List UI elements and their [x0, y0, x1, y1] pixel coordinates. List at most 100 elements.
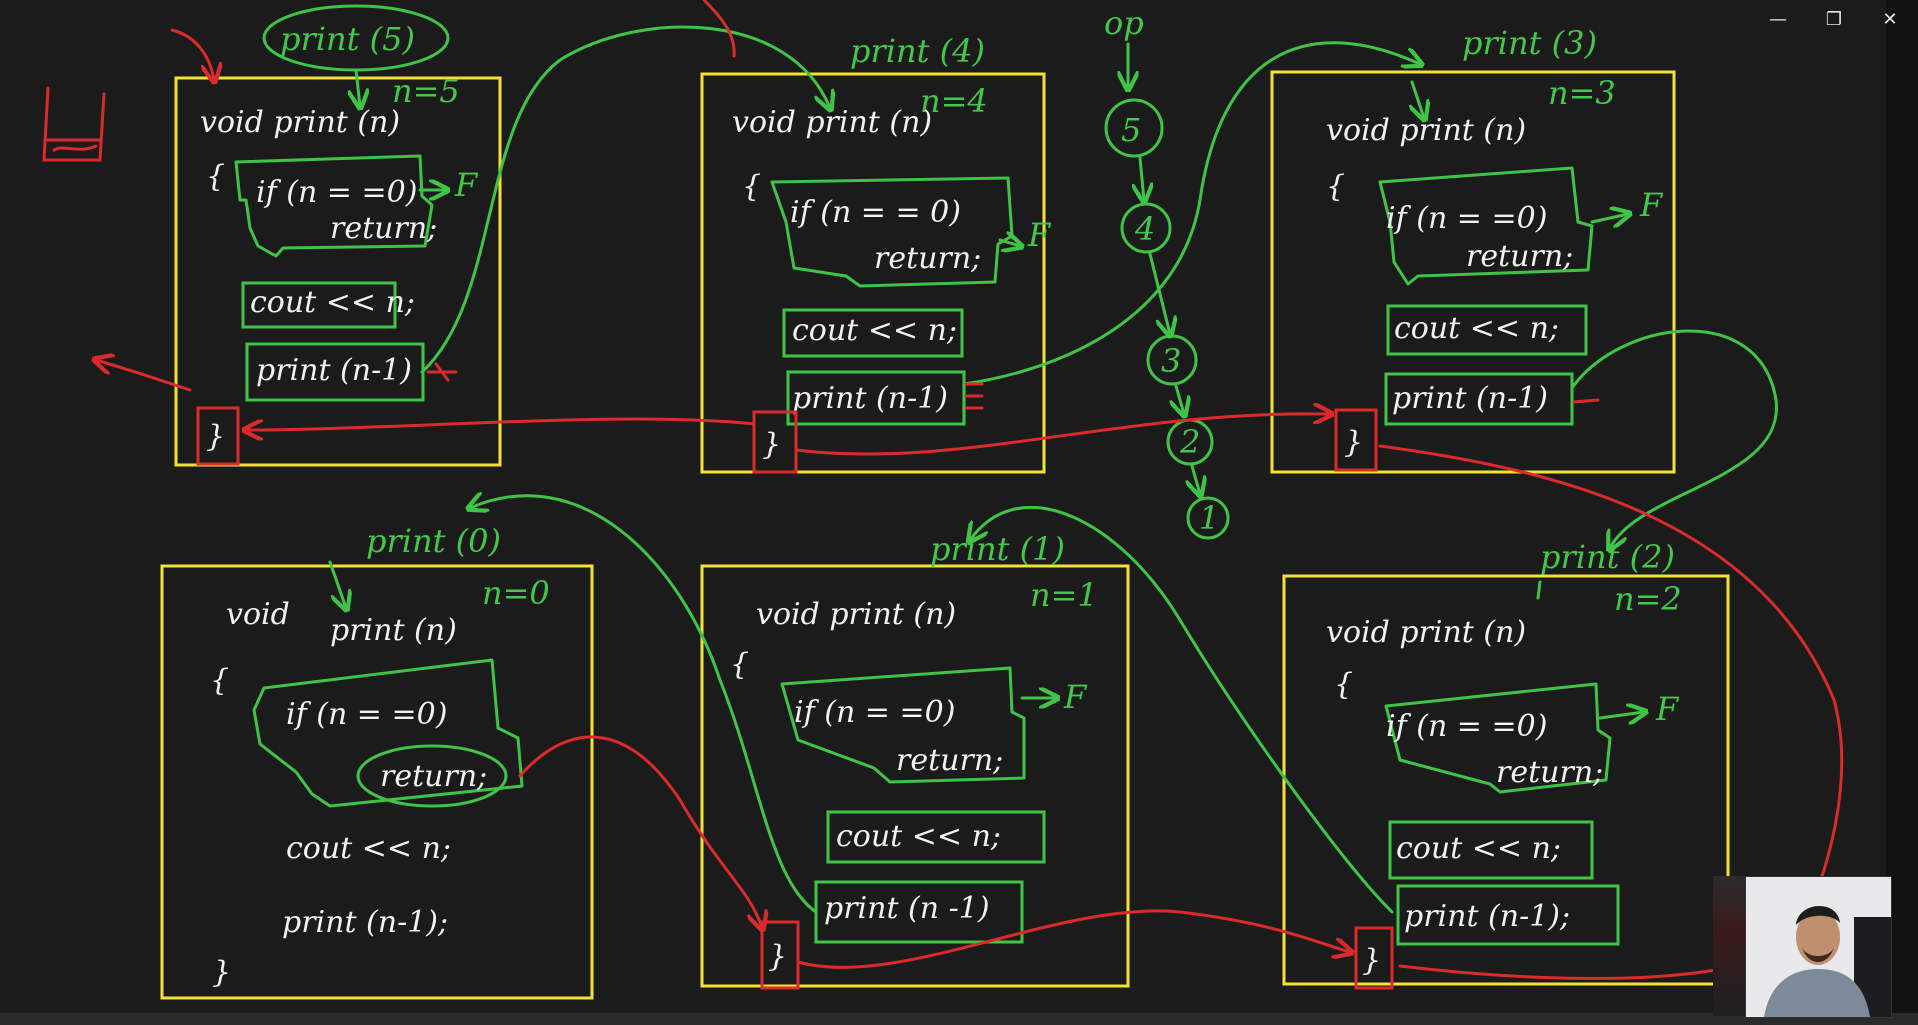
signature: void print (n) [200, 105, 400, 140]
op-circle-5 [1104, 98, 1164, 158]
return-line: return; [874, 241, 981, 276]
n-label: n=2 [1614, 580, 1682, 618]
minimize-button[interactable]: — [1769, 8, 1787, 30]
brace-close: } [212, 955, 231, 990]
brace-close: } [1344, 425, 1363, 460]
call-arrow-3-to-2 [1570, 329, 1778, 548]
closing-brace-box [196, 406, 240, 466]
return-line: return; [380, 759, 487, 794]
scrollbar[interactable] [1886, 0, 1918, 1025]
brace-open: { [206, 159, 225, 194]
mark-3 [1572, 398, 1600, 404]
frame-box [160, 564, 594, 1000]
cout-line: cout << n; [250, 285, 415, 320]
condition-result: F [1639, 186, 1664, 224]
closing-brace-box [760, 920, 800, 990]
webcam-background [1713, 876, 1745, 1016]
n-label: n=4 [920, 82, 988, 120]
frame-box [700, 72, 1046, 474]
recursive-call-line: print (n-1) [1392, 381, 1548, 416]
frame-print-4: print (4) n=4 void print (n) { if (n = =… [700, 32, 1052, 474]
call-arrow-2-to-1 [970, 505, 1394, 914]
brace-open: { [1334, 667, 1353, 702]
signature: void print (n) [1326, 615, 1526, 650]
window-controls: — ❐ ✕ [1750, 0, 1918, 38]
call-arrow-5-to-4 [420, 25, 830, 374]
cout-line: cout << n; [836, 819, 1001, 854]
cout-box [782, 308, 964, 358]
signature: void print (n) [732, 105, 932, 140]
recursive-call-line: print (n-1) [792, 381, 948, 416]
return-arrow-0-to-1 [518, 735, 762, 928]
n-label: n=3 [1548, 74, 1616, 112]
cond-arrow-4 [998, 240, 1020, 246]
op-value: 2 [1179, 423, 1200, 461]
frame-box [700, 564, 1130, 988]
return-arrow-3-to-4 [794, 414, 1330, 456]
cout-box [1388, 820, 1594, 880]
closing-brace-box [1334, 408, 1378, 472]
op-circle-1 [1186, 496, 1230, 540]
recursive-call-line: print (n-1); [282, 905, 448, 940]
condition-cloud [780, 666, 1026, 784]
if-line: if (n = =0) [286, 697, 447, 732]
n-label: n=5 [392, 72, 460, 110]
return-arrow-1-to-2 [796, 909, 1350, 969]
return-arrows [96, 0, 1844, 980]
op-value: 1 [1199, 499, 1219, 537]
output-label: op [1104, 4, 1144, 42]
call-arrow-5 [356, 68, 360, 106]
cout-line: cout << n; [1396, 831, 1561, 866]
brace-close: } [206, 419, 225, 454]
output-chain: op 5 4 3 2 1 [1104, 4, 1230, 540]
cond-arrow-2 [1598, 712, 1644, 718]
restore-button[interactable]: ❐ [1825, 8, 1843, 30]
condition-result: F [454, 166, 479, 204]
call-label: print (1) [930, 530, 1065, 568]
call-arrow-1-to-0 [470, 496, 818, 914]
recursive-call-line: print (n -1) [824, 891, 990, 926]
recursive-call-box [1384, 372, 1574, 426]
entry-arrow-top [702, 0, 736, 58]
cout-box [241, 281, 397, 329]
recursive-call-line: print (n-1); [1404, 899, 1570, 934]
stack-container [42, 86, 106, 162]
brace-close: } [762, 427, 781, 462]
call-arrow-4-to-3 [962, 41, 1420, 386]
return-ellipse [356, 744, 508, 808]
recursive-call-line: print (n-1) [256, 353, 412, 388]
frame-print-3: print (3) n=3 void print (n) { if (n = =… [1270, 24, 1676, 474]
call-label: print (4) [850, 32, 985, 70]
call-label: print (5) [280, 20, 415, 58]
op-arrow [1192, 464, 1200, 494]
call-label: print (0) [366, 522, 501, 560]
brace-close: } [1362, 943, 1381, 978]
if-line: if (n = =0) [794, 695, 955, 730]
brace-open: { [742, 169, 761, 204]
cout-box [826, 810, 1046, 864]
condition-result: F [1063, 678, 1088, 716]
op-value: 4 [1134, 210, 1155, 248]
close-button[interactable]: ✕ [1882, 8, 1898, 30]
condition-cloud [1378, 166, 1594, 286]
call-arrow-2 [1536, 580, 1542, 600]
stack-sketch [42, 86, 106, 162]
return-line: return; [896, 743, 1003, 778]
condition-cloud [1384, 682, 1612, 794]
op-arrow [1176, 384, 1184, 414]
frame-print-0: print (0) n=0 void print (n) { if (n = =… [160, 522, 594, 1000]
call-arrow-3 [1412, 80, 1424, 118]
frame-box [1270, 70, 1676, 474]
entry-arrow [170, 28, 214, 80]
signature: void print (n) [1326, 113, 1526, 148]
brace-close: } [768, 939, 787, 974]
return-arrow-4-to-5 [246, 417, 756, 430]
closing-brace-box [752, 410, 798, 474]
mark-5 [426, 362, 458, 382]
op-arrow [1140, 156, 1144, 200]
condition-cloud [252, 658, 524, 808]
op-circle-3 [1146, 334, 1198, 386]
call-label: print (3) [1462, 24, 1597, 62]
frame-print-1: print (1) n=1 void print (n) { if (n = =… [700, 530, 1130, 990]
